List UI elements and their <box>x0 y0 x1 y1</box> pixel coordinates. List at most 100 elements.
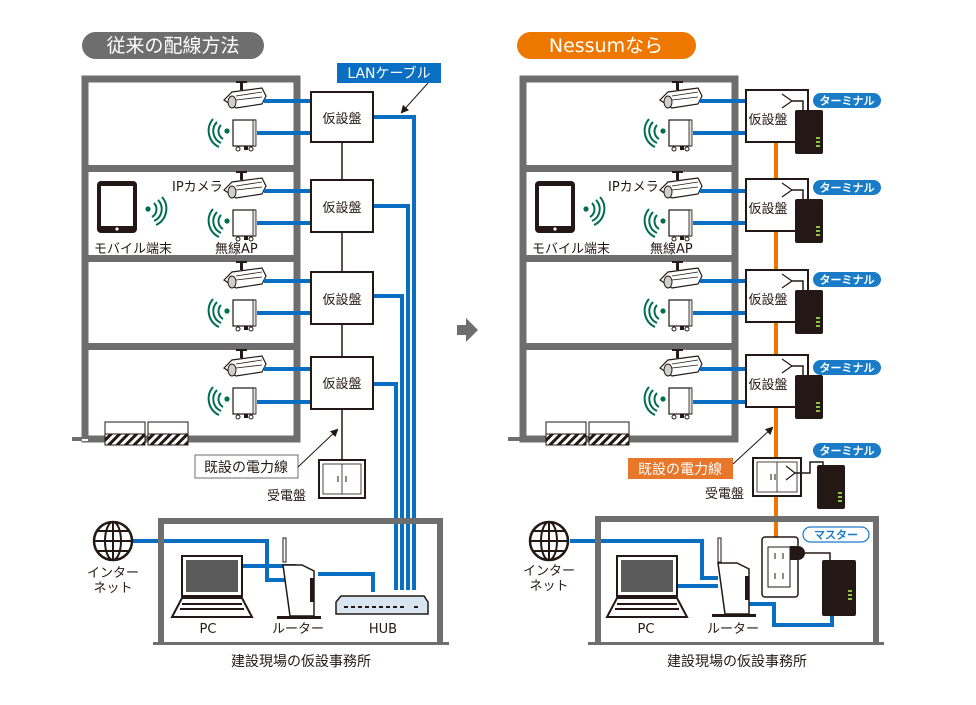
barricade <box>545 421 630 446</box>
panel-label: 仮設盤 <box>322 376 361 392</box>
laptop-icon <box>605 555 689 618</box>
terminal-tag: ターミナル <box>820 95 875 108</box>
internet-label-line2: ネット <box>529 579 568 594</box>
office-label: 建設現場の仮設事務所 <box>667 654 807 670</box>
wireless-ap-label: 無線AP <box>215 241 258 257</box>
power-line-label: 既設の電力線 <box>638 462 722 478</box>
master-device-icon <box>822 560 856 616</box>
panel-with-terminal: 仮設盤 <box>745 354 823 419</box>
office-label: 建設現場の仮設事務所 <box>231 654 371 670</box>
wifi-icon <box>643 208 667 238</box>
router-label: ルーター <box>272 622 324 637</box>
ip-camera-icon <box>223 80 267 109</box>
wifi-icon <box>144 196 168 226</box>
left-lan-cables <box>133 99 416 592</box>
wireless-ap-icon <box>668 209 693 242</box>
wireless-ap-icon <box>668 119 693 152</box>
power-line-label: 既設の電力線 <box>204 460 288 476</box>
wifi-icon <box>207 208 231 238</box>
router-icon <box>277 537 321 619</box>
power-line-pointer <box>732 426 774 465</box>
globe-icon <box>528 520 570 562</box>
wireless-ap-icon <box>668 387 693 420</box>
wifi-icon <box>643 118 667 148</box>
pc-label: PC <box>638 622 655 637</box>
wifi-icon <box>207 118 231 148</box>
terminal-device-icon <box>795 375 823 419</box>
laptop-icon <box>170 555 254 618</box>
right-panel: Nessumなら IPカメラ <box>508 32 884 670</box>
mobile-terminal-label: モバイル端末 <box>94 242 172 257</box>
tablet-icon <box>97 181 137 233</box>
right-floor-4-devices <box>643 348 703 420</box>
tablet-icon <box>535 181 575 233</box>
wall-outlet-icon <box>761 536 831 598</box>
ip-camera-label: IPカメラ <box>608 180 659 195</box>
left-floor-4-devices <box>207 348 267 420</box>
power-line-pointer <box>297 428 339 468</box>
internet-label-line1: インター <box>87 566 139 581</box>
terminal-tag: ターミナル <box>820 274 875 287</box>
wireless-ap-icon <box>668 299 693 332</box>
ip-camera-icon <box>659 260 703 289</box>
ip-camera-icon <box>223 348 267 377</box>
right-floor-2-devices: IPカメラ 無線AP モバイル端末 <box>532 170 703 257</box>
lan-cable-label: LANケーブル <box>347 65 430 82</box>
terminal-tag: ターミナル <box>820 362 875 375</box>
wireless-ap-icon <box>232 387 257 420</box>
left-office <box>153 518 449 645</box>
panel-label: 仮設盤 <box>322 200 361 216</box>
terminal-device-icon <box>795 290 823 334</box>
ip-camera-icon <box>223 260 267 289</box>
right-office <box>588 516 884 645</box>
right-title: Nessumなら <box>549 35 663 57</box>
right-arrow-icon <box>457 318 478 342</box>
switchboard-label: 受電盤 <box>705 487 744 502</box>
wifi-icon <box>582 196 606 226</box>
ip-camera-icon <box>659 170 703 199</box>
right-switchboard <box>752 457 824 497</box>
left-distribution-panels: 仮設盤 仮設盤 仮設盤 仮設盤 <box>310 91 374 410</box>
panel-with-terminal: 仮設盤 <box>745 269 823 334</box>
internet-label-line1: インター <box>523 564 575 579</box>
ip-camera-icon <box>659 348 703 377</box>
left-building <box>72 75 301 446</box>
left-title: 従来の配線方法 <box>106 35 239 57</box>
hub-label: HUB <box>369 622 397 637</box>
left-panel: 従来の配線方法 <box>72 32 449 670</box>
wireless-ap-icon <box>232 209 257 242</box>
panel-with-terminal: 仮設盤 <box>745 89 823 154</box>
wireless-ap-icon <box>232 299 257 332</box>
right-floor-1-devices <box>643 80 703 152</box>
ip-camera-icon <box>659 80 703 109</box>
terminal-tag: ターミナル <box>820 182 875 195</box>
panel-label: 仮設盤 <box>748 201 787 217</box>
power-line-tag <box>628 458 733 479</box>
right-distribution-panels: 仮設盤 仮設盤 仮設盤 仮設盤 <box>745 89 823 419</box>
wireless-ap-icon <box>232 119 257 152</box>
wireless-ap-label: 無線AP <box>650 241 693 257</box>
internet-label-line2: ネット <box>93 581 132 596</box>
wifi-icon <box>643 298 667 328</box>
panel-label: 仮設盤 <box>748 377 787 393</box>
pc-label: PC <box>200 622 217 637</box>
wifi-icon <box>643 386 667 416</box>
right-building <box>508 75 739 446</box>
wifi-icon <box>207 298 231 328</box>
router-icon <box>712 537 756 617</box>
left-floor-1-devices <box>207 80 267 152</box>
wifi-icon <box>207 386 231 416</box>
terminal-device-icon <box>795 199 823 243</box>
ip-camera-icon <box>223 170 267 199</box>
router-label: ルーター <box>707 622 759 637</box>
right-title-pill <box>517 32 696 59</box>
mobile-terminal-label: モバイル端末 <box>532 242 610 257</box>
switchboard-label: 受電盤 <box>267 489 306 504</box>
right-lan-cables <box>570 99 834 627</box>
left-floor-2-devices: IPカメラ 無線AP モバイル端末 <box>94 170 267 257</box>
panel-with-terminal: 仮設盤 <box>745 178 823 243</box>
ip-camera-label: IPカメラ <box>172 180 223 195</box>
left-title-pill <box>82 32 264 59</box>
panel-label: 仮設盤 <box>322 292 361 308</box>
